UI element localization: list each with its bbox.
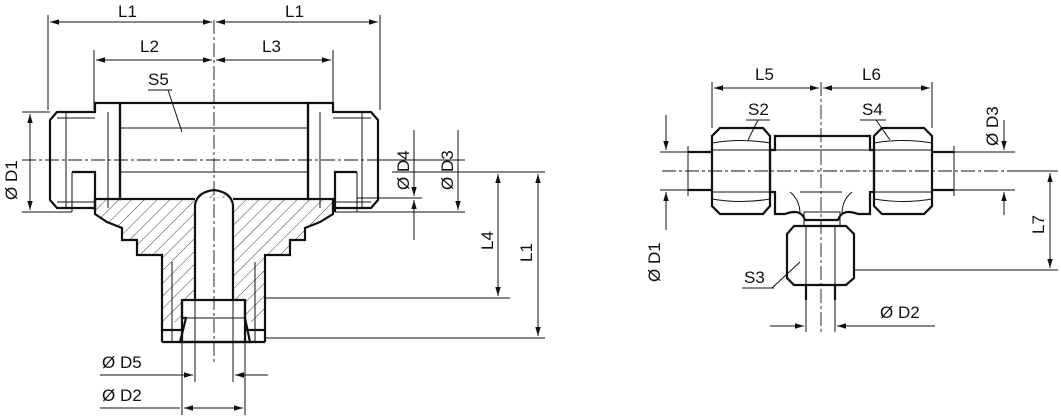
dim-d5: Ø D5 (102, 353, 142, 372)
dim-d1-left: Ø D1 (2, 160, 21, 200)
dim-d4: Ø D4 (394, 150, 413, 190)
nut-s3 (785, 224, 856, 300)
label-s4: S4 (862, 100, 883, 119)
dim-l1-vertical: L1 (517, 243, 536, 262)
tee-body (768, 134, 876, 227)
left-thread-end (48, 101, 122, 212)
label-s5: S5 (148, 70, 169, 89)
dim-l1-top-left: L1 (118, 2, 137, 21)
dim-l3: L3 (262, 37, 281, 56)
right-view: L5 L6 S2 S4 Ø D3 Ø D1 L7 S3 (645, 65, 1058, 335)
dim-l7: L7 (1029, 215, 1048, 234)
dim-d3: Ø D3 (438, 150, 457, 190)
label-s3: S3 (744, 268, 765, 287)
dim-d1-right: Ø D1 (645, 242, 664, 282)
nut-s2 (710, 126, 772, 216)
left-view: L1 L1 L2 L3 S5 Ø D1 Ø D4 Ø D3 L4 L (2, 2, 545, 415)
nut-s4 (872, 126, 934, 216)
dim-d2-right: Ø D2 (880, 303, 920, 322)
dim-d3-right: Ø D3 (983, 106, 1002, 146)
right-thread-end (306, 101, 380, 212)
dim-l4: L4 (478, 231, 497, 250)
dim-d2: Ø D2 (102, 386, 142, 405)
label-s2: S2 (748, 100, 769, 119)
dim-l2: L2 (140, 37, 159, 56)
dim-l1-top-right: L1 (285, 2, 304, 21)
dim-l6: L6 (862, 65, 881, 84)
dim-l5: L5 (755, 65, 774, 84)
